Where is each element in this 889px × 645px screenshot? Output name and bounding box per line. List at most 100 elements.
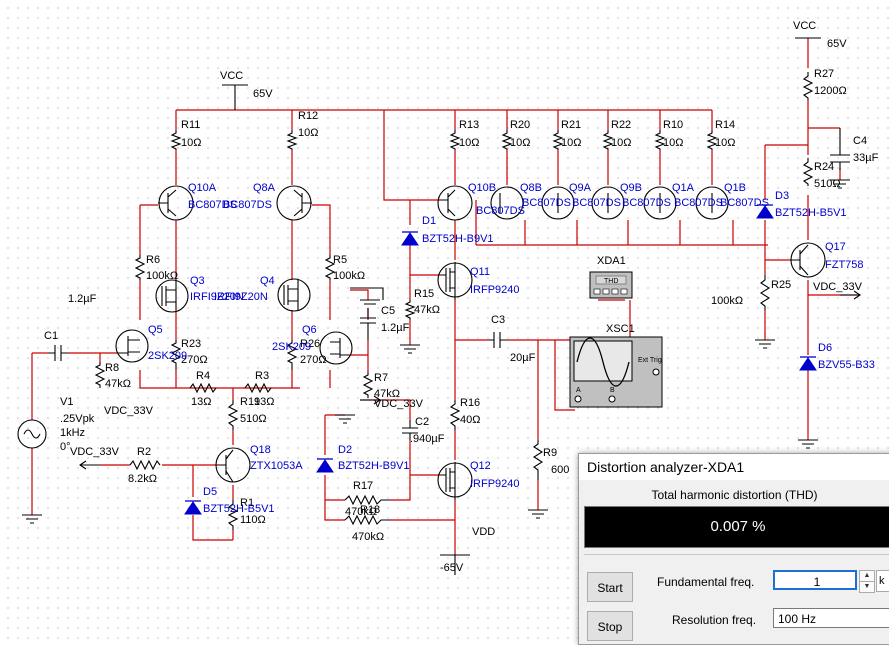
- r1-value: 110Ω: [240, 514, 266, 526]
- q18-name: Q18: [250, 444, 271, 456]
- q1b-name: Q1B: [724, 182, 746, 194]
- r13-name: R13: [459, 119, 479, 131]
- r24-name: R24: [814, 161, 834, 173]
- schematic-labels: VCC 65V VCC 65V VDD -65V R11 10Ω R12 10Ω…: [44, 20, 879, 574]
- r2-name: R2: [137, 446, 151, 458]
- q10a-type: BC807DS: [188, 199, 237, 211]
- r14-value: 10Ω: [715, 137, 735, 149]
- q4-name: Q4: [260, 275, 275, 287]
- q17-name: Q17: [825, 241, 846, 253]
- q9a-name: Q9A: [569, 182, 592, 194]
- v1-phase: 0°: [60, 441, 71, 453]
- spin-down-icon[interactable]: ▼: [859, 581, 875, 593]
- r9-name: R9: [543, 447, 557, 459]
- xsc1-a: A: [576, 387, 581, 394]
- r25-name: R25: [771, 279, 791, 291]
- resolution-freq-select[interactable]: 100 Hz: [773, 608, 889, 628]
- window-title: Distortion analyzer-XDA1: [579, 454, 889, 480]
- r16-name: R16: [460, 397, 480, 409]
- r27-value: 1200Ω: [814, 85, 847, 97]
- q8b-name: Q8B: [520, 182, 542, 194]
- d3-type: BZT52H-B5V1: [775, 207, 847, 219]
- transistors: [115, 185, 826, 500]
- net-vdc33-b: VDC_33V: [70, 446, 120, 458]
- c1-name: C1: [44, 330, 58, 342]
- schematic-canvas[interactable]: VCC 65V VCC 65V VDD -65V R11 10Ω R12 10Ω…: [0, 0, 889, 631]
- ac-source-symbol: [17, 419, 47, 449]
- r8-name: R8: [105, 362, 119, 374]
- r15-name: R15: [414, 288, 434, 300]
- xsc1-b: B: [610, 387, 615, 394]
- c5-value: 1.2µF: [381, 322, 410, 334]
- vcc-right-name: VCC: [793, 20, 816, 32]
- q1b-type: BC807DS: [720, 197, 769, 209]
- r22-value: 10Ω: [611, 137, 631, 149]
- r5-value: 100kΩ: [333, 270, 365, 282]
- capacitors: [48, 128, 850, 440]
- distortion-analyzer-window[interactable]: Distortion analyzer-XDA1 Total harmonic …: [578, 453, 889, 645]
- q6-type: 2SK209: [272, 341, 311, 353]
- q3-name: Q3: [190, 275, 205, 287]
- d5-type: BZT52H-B5V1: [203, 503, 275, 515]
- start-button[interactable]: Start: [587, 572, 633, 602]
- d2-name: D2: [338, 444, 352, 456]
- r13-value: 10Ω: [459, 137, 479, 149]
- r23-name: R23: [181, 338, 201, 350]
- r3-value: 13Ω: [254, 396, 274, 408]
- r16-value: 40Ω: [460, 414, 480, 426]
- r9-value: 600: [551, 464, 569, 476]
- r11-value: 10Ω: [181, 137, 201, 149]
- diodes: [184, 204, 817, 515]
- r12-name: R12: [298, 110, 318, 122]
- vdd-value: -65V: [440, 562, 464, 574]
- q12-name: Q12: [470, 460, 491, 472]
- r17-value: 470kΩ: [345, 506, 377, 518]
- xda1-label: XDA1: [597, 255, 626, 267]
- q10b-type: BC807DS: [476, 205, 525, 217]
- power-symbols: [22, 37, 861, 575]
- r6-name: R6: [146, 254, 160, 266]
- r15-value: 47kΩ: [414, 304, 440, 316]
- r4-value: 13Ω: [191, 396, 211, 408]
- r10-name: R10: [663, 119, 683, 131]
- r7-name: R7: [374, 372, 388, 384]
- r7-value: 47kΩ: [374, 388, 400, 400]
- r8-value: 47kΩ: [105, 378, 131, 390]
- fundamental-unit[interactable]: k: [876, 570, 889, 592]
- r25-value: 100kΩ: [711, 295, 743, 307]
- r10-value: 10Ω: [663, 137, 683, 149]
- r19-value: 510Ω: [240, 413, 267, 425]
- q18-type: ZTX1053A: [250, 460, 303, 472]
- vcc-right-value: 65V: [827, 38, 847, 50]
- r20-name: R20: [510, 119, 530, 131]
- c4-name: C4: [853, 135, 867, 147]
- resolution-freq-label: Resolution freq.: [672, 613, 757, 627]
- r3-name: R3: [255, 370, 269, 382]
- d2-type: BZT52H-B9V1: [338, 460, 410, 472]
- xsc1-oscilloscope[interactable]: [569, 336, 663, 408]
- controls-panel: Start Stop Fundamental freq. 1 ▲ ▼ k Res…: [584, 554, 889, 645]
- r26-value: 270Ω: [300, 354, 327, 366]
- r5-name: R5: [333, 254, 347, 266]
- r19-name: R19: [240, 396, 260, 408]
- r12-value: 10Ω: [298, 127, 318, 139]
- resistors: [94, 72, 814, 530]
- thd-label: Total harmonic distortion (THD): [651, 488, 818, 502]
- vdd-name: VDD: [472, 526, 495, 538]
- q1a-type: BC807DS: [674, 197, 723, 209]
- r21-name: R21: [561, 119, 581, 131]
- q1a-name: Q1A: [672, 182, 695, 194]
- net-vdc33-c: VDC_33V: [374, 398, 424, 410]
- q4-type: IRFI9Z20N: [214, 291, 268, 303]
- r21-value: 10Ω: [561, 137, 581, 149]
- q5-name: Q5: [148, 324, 163, 336]
- r22-name: R22: [611, 119, 631, 131]
- stop-button[interactable]: Stop: [587, 611, 633, 641]
- q11-type: IRFP9240: [470, 284, 520, 296]
- r4-name: R4: [196, 370, 210, 382]
- fundamental-freq-input[interactable]: 1: [773, 570, 857, 590]
- q9a-type: BC807DS: [572, 197, 621, 209]
- r26-name: R26: [300, 338, 320, 350]
- xda1-instrument[interactable]: [589, 271, 633, 299]
- q8a-type: BC807DS: [223, 199, 272, 211]
